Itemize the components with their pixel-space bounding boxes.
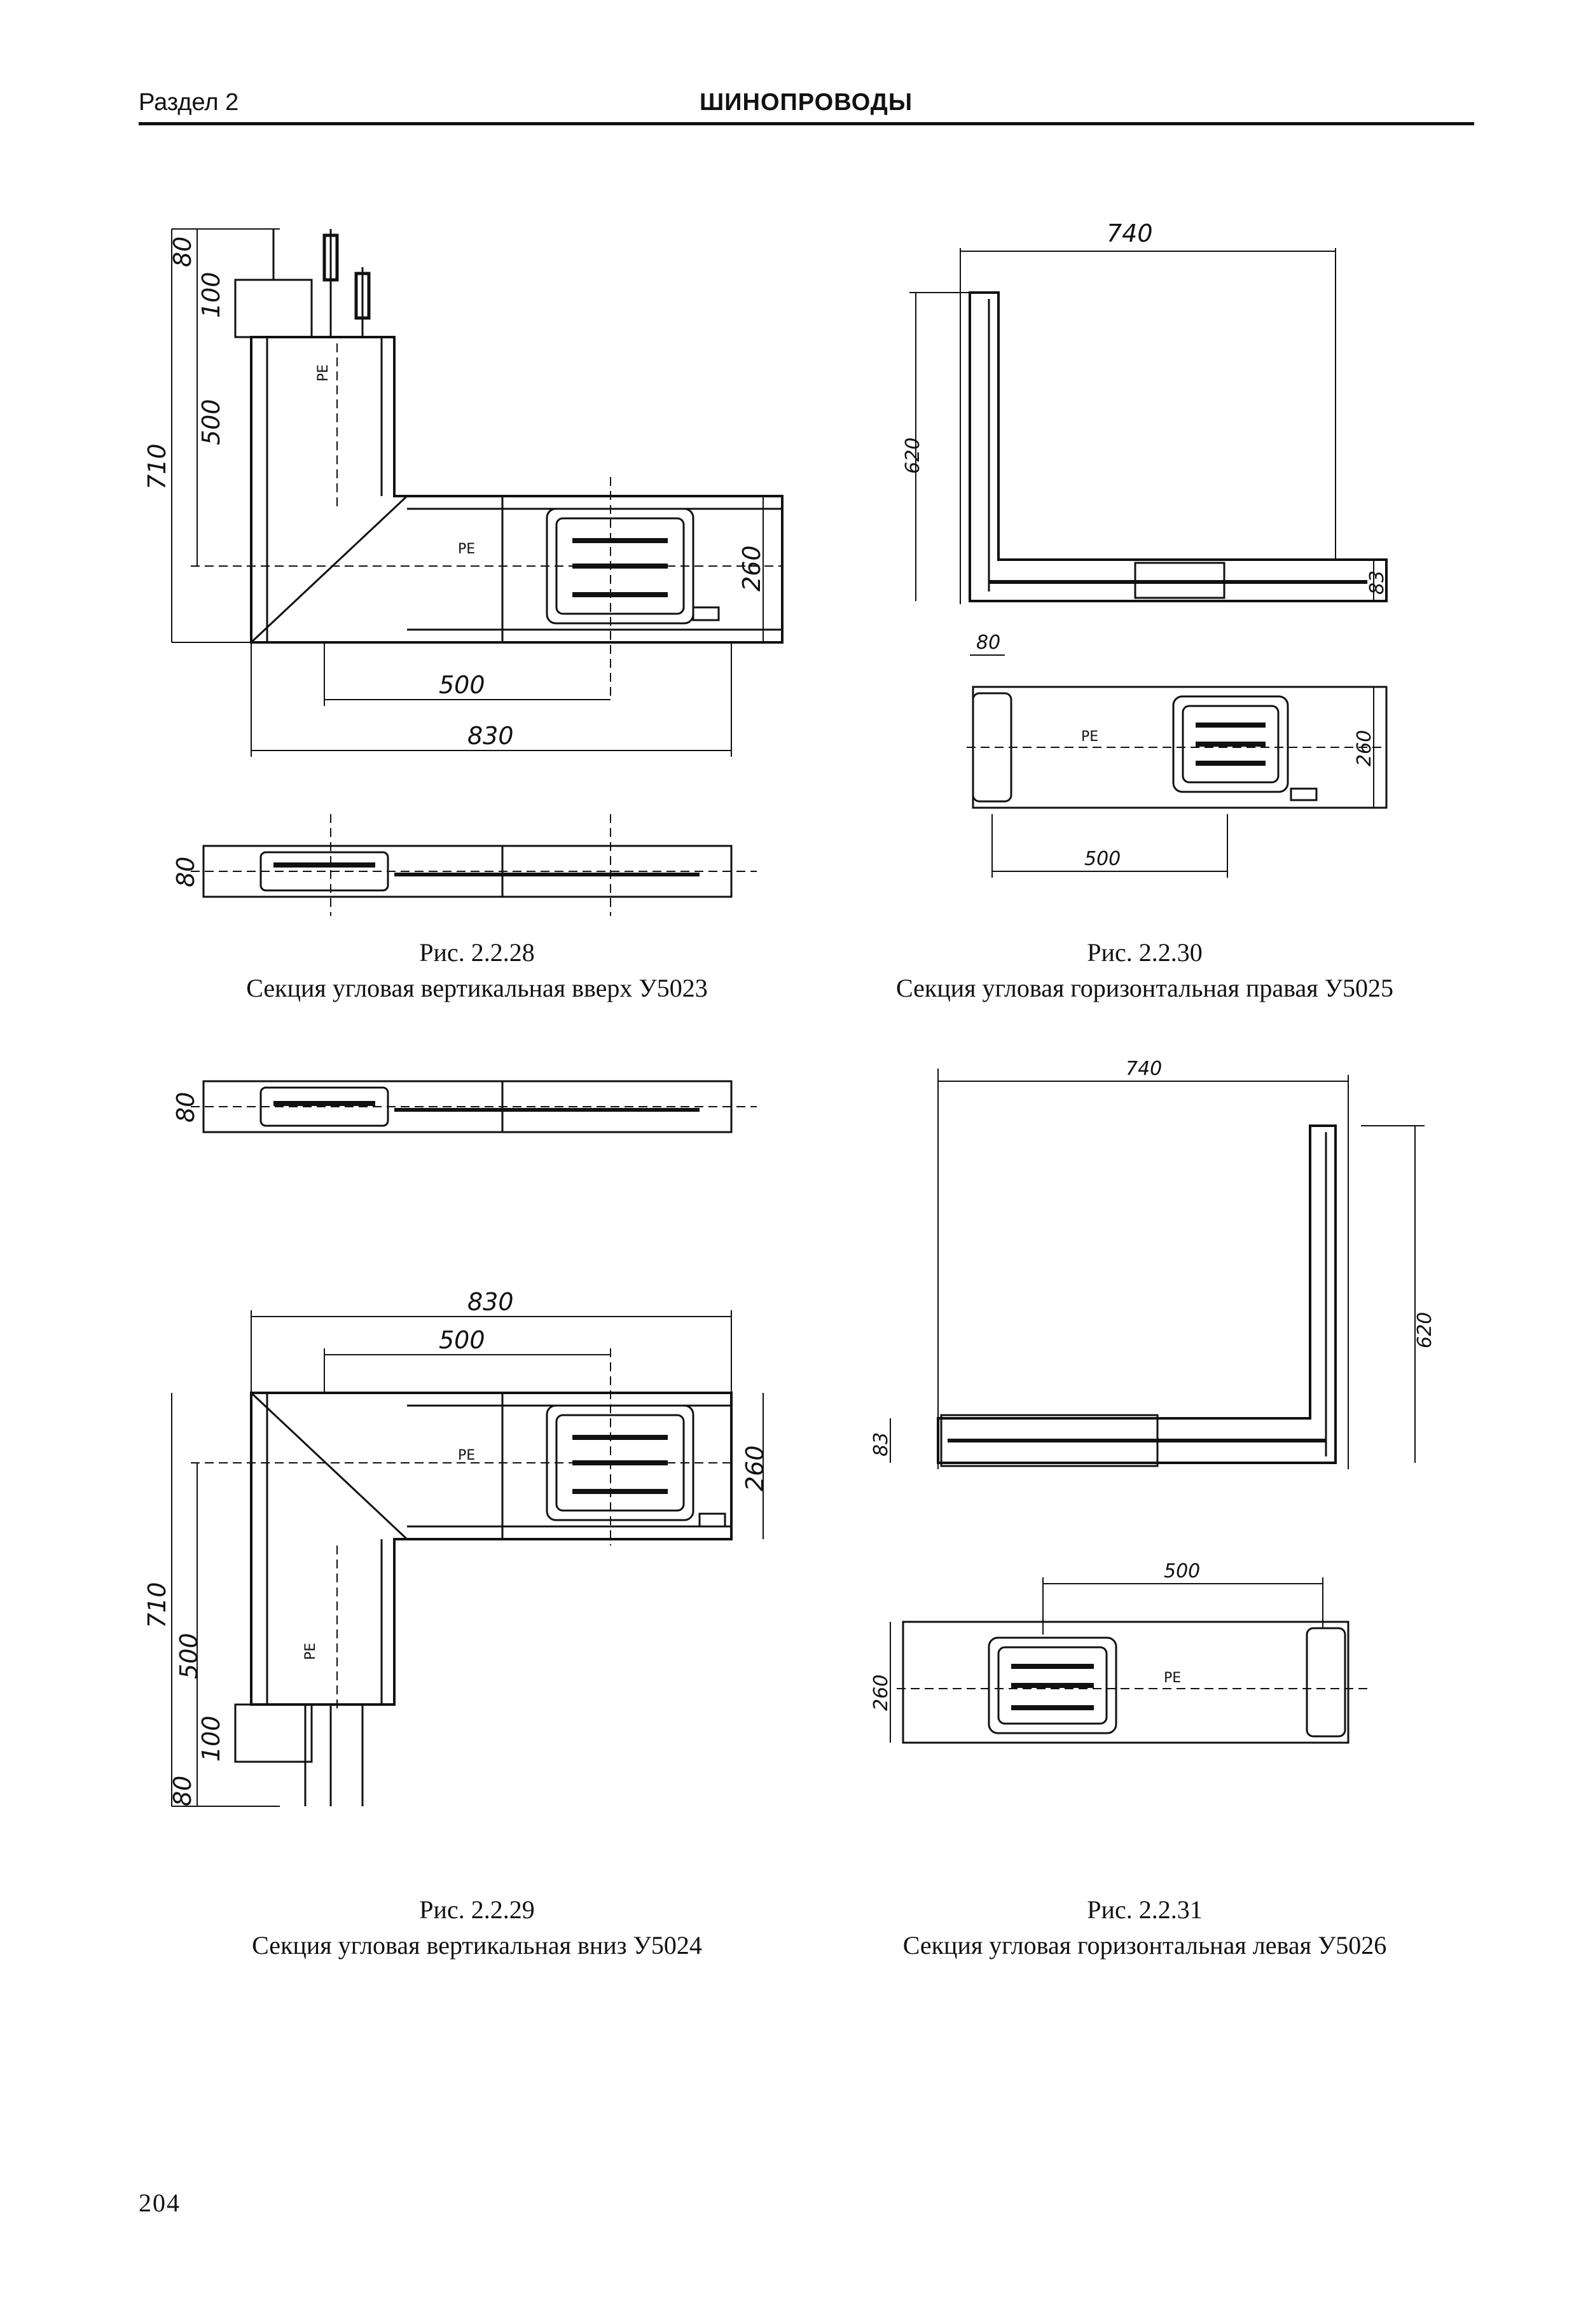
pe-label: PE (458, 541, 475, 557)
pe-label: PE (303, 1643, 319, 1660)
dim-label: 740 (1126, 1058, 1162, 1080)
fig-2-2-31-plan-view (890, 1577, 1367, 1744)
dim-label: 740 (1107, 219, 1153, 247)
dim-label: 260 (741, 1445, 769, 1491)
dim-label: 620 (1414, 1312, 1436, 1348)
pe-label: PE (458, 1448, 475, 1463)
figure-number: Рис. 2.2.29 (419, 1895, 535, 1924)
dim-label: 80 (172, 1092, 200, 1123)
dim-label: 260 (738, 545, 766, 591)
pe-label: PE (1164, 1670, 1181, 1686)
dim-label: 80 (172, 857, 200, 887)
page-title: ШИНОПРОВОДЫ (700, 89, 913, 116)
figure-title: Секция угловая вертикальная вверх У5023 (246, 974, 708, 1002)
figure-number: Рис. 2.2.30 (1087, 938, 1203, 967)
figure-title: Секция угловая вертикальная вниз У5024 (252, 1931, 702, 1960)
figure-caption: Рис. 2.2.31 Секция угловая горизонтальна… (859, 1892, 1431, 1963)
figure-title: Секция угловая горизонтальная правая У50… (895, 974, 1394, 1002)
figure-caption: Рис. 2.2.29 Секция угловая вертикальная … (159, 1892, 795, 1963)
pe-label: PE (315, 364, 331, 382)
figure-number: Рис. 2.2.31 (1087, 1895, 1203, 1924)
dim-label: 260 (870, 1675, 892, 1711)
dim-label: 100 (197, 1715, 225, 1762)
dim-label: 500 (1084, 848, 1121, 870)
dim-label: 260 (1353, 730, 1376, 766)
page-number: 204 (139, 2189, 181, 2217)
figure-caption: Рис. 2.2.30 Секция угловая горизонтальна… (859, 935, 1431, 1006)
fig-2-2-28-side-view (191, 814, 757, 916)
dim-label: 830 (467, 722, 514, 750)
dim-label: 500 (197, 399, 225, 445)
dim-label: 83 (870, 1432, 892, 1456)
dim-label: 80 (169, 237, 197, 267)
dim-label: 710 (143, 1582, 171, 1628)
dim-label: 500 (439, 1326, 485, 1354)
fig-2-2-30-drawing (909, 248, 1388, 604)
dim-label: 500 (439, 671, 485, 699)
dim-label: 620 (902, 438, 924, 474)
fig-2-2-28-drawing (171, 228, 784, 757)
dim-label: 500 (1164, 1560, 1200, 1582)
section-label: Раздел 2 (139, 89, 239, 116)
dim-label: 83 (1366, 571, 1388, 595)
dim-label: 100 (197, 272, 225, 318)
fig-2-2-29-drawing (171, 1310, 764, 1807)
dim-label: 500 (175, 1633, 203, 1679)
dim-label: 80 (976, 632, 1000, 654)
dim-label: 80 (169, 1776, 197, 1806)
dim-label: 710 (143, 443, 171, 490)
fig-2-2-30-plan-view (967, 654, 1388, 878)
fig-2-2-29-side-view (191, 1080, 757, 1133)
pe-label: PE (1081, 729, 1098, 745)
figure-caption: Рис. 2.2.28 Секция угловая вертикальная … (159, 935, 795, 1006)
header-rule (139, 122, 1474, 125)
fig-2-2-31-drawing (890, 1069, 1425, 1469)
dim-label: 830 (467, 1288, 514, 1316)
figure-title: Секция угловая горизонтальная левая У502… (902, 1931, 1387, 1960)
figure-number: Рис. 2.2.28 (419, 938, 535, 967)
